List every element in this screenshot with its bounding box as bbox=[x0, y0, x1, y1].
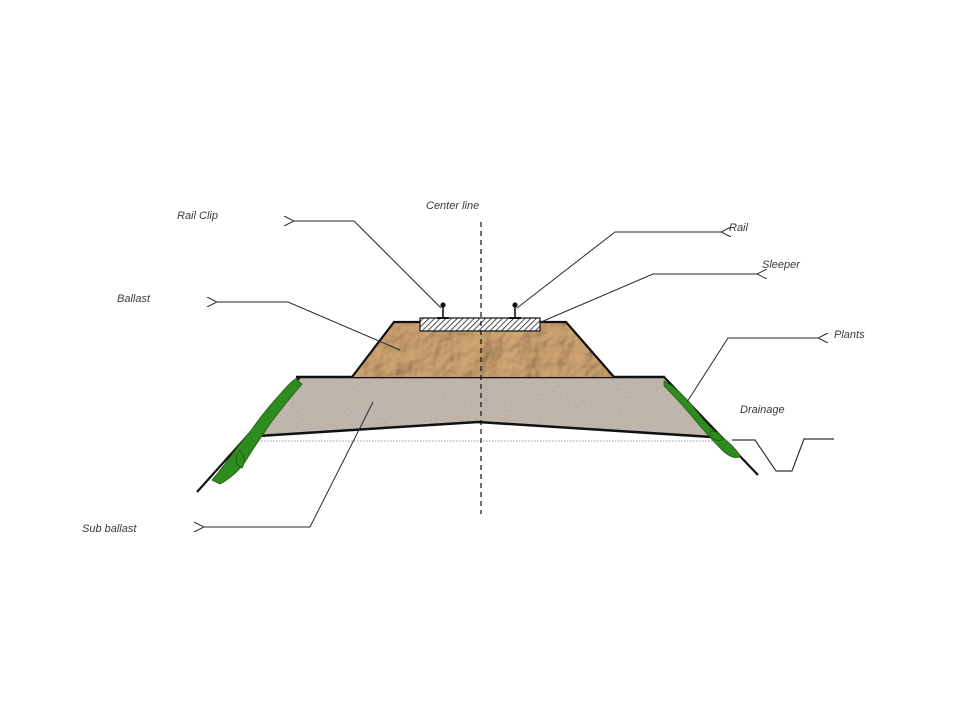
leader-sub-ballast bbox=[204, 401, 374, 527]
plants-vegetation bbox=[211, 378, 741, 485]
leader-lines bbox=[204, 221, 818, 527]
leader-ballast bbox=[217, 302, 401, 351]
label-ballast: Ballast bbox=[117, 293, 151, 305]
leader-plants bbox=[686, 338, 818, 403]
label-sleeper: Sleeper bbox=[762, 259, 801, 271]
label-plants: Plants bbox=[834, 329, 865, 341]
leader-rail-clip bbox=[294, 221, 442, 309]
labels: Center line Rail Clip Rail Sleeper Balla… bbox=[82, 200, 865, 535]
leader-sleeper bbox=[540, 274, 757, 323]
label-rail-clip: Rail Clip bbox=[177, 210, 218, 222]
label-sub-ballast: Sub ballast bbox=[82, 523, 137, 535]
ballast-layer bbox=[351, 320, 615, 378]
leader-rail bbox=[516, 232, 721, 309]
sleeper bbox=[419, 317, 541, 332]
label-center-line: Center line bbox=[426, 200, 479, 212]
label-drainage: Drainage bbox=[740, 404, 785, 416]
rail-left bbox=[437, 302, 449, 319]
drainage-ditch bbox=[732, 438, 834, 472]
rail-right bbox=[509, 302, 521, 319]
sub-ballast-layer bbox=[257, 375, 713, 439]
label-rail: Rail bbox=[729, 222, 749, 234]
